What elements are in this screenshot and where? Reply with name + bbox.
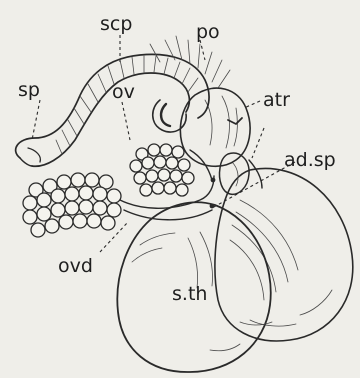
label-sp: sp — [18, 79, 40, 101]
egg-cluster-left — [23, 173, 121, 237]
ad-sp-organ — [219, 153, 262, 194]
label-sth: s.th — [172, 283, 207, 305]
egg-cluster-center — [130, 144, 194, 196]
label-scp: scp — [100, 13, 132, 35]
label-atr: atr — [263, 89, 290, 111]
label-ad-sp: ad.sp — [284, 149, 336, 171]
label-ovd: ovd — [58, 255, 93, 277]
label-po: po — [196, 21, 220, 43]
label-ov: ov — [112, 81, 135, 103]
